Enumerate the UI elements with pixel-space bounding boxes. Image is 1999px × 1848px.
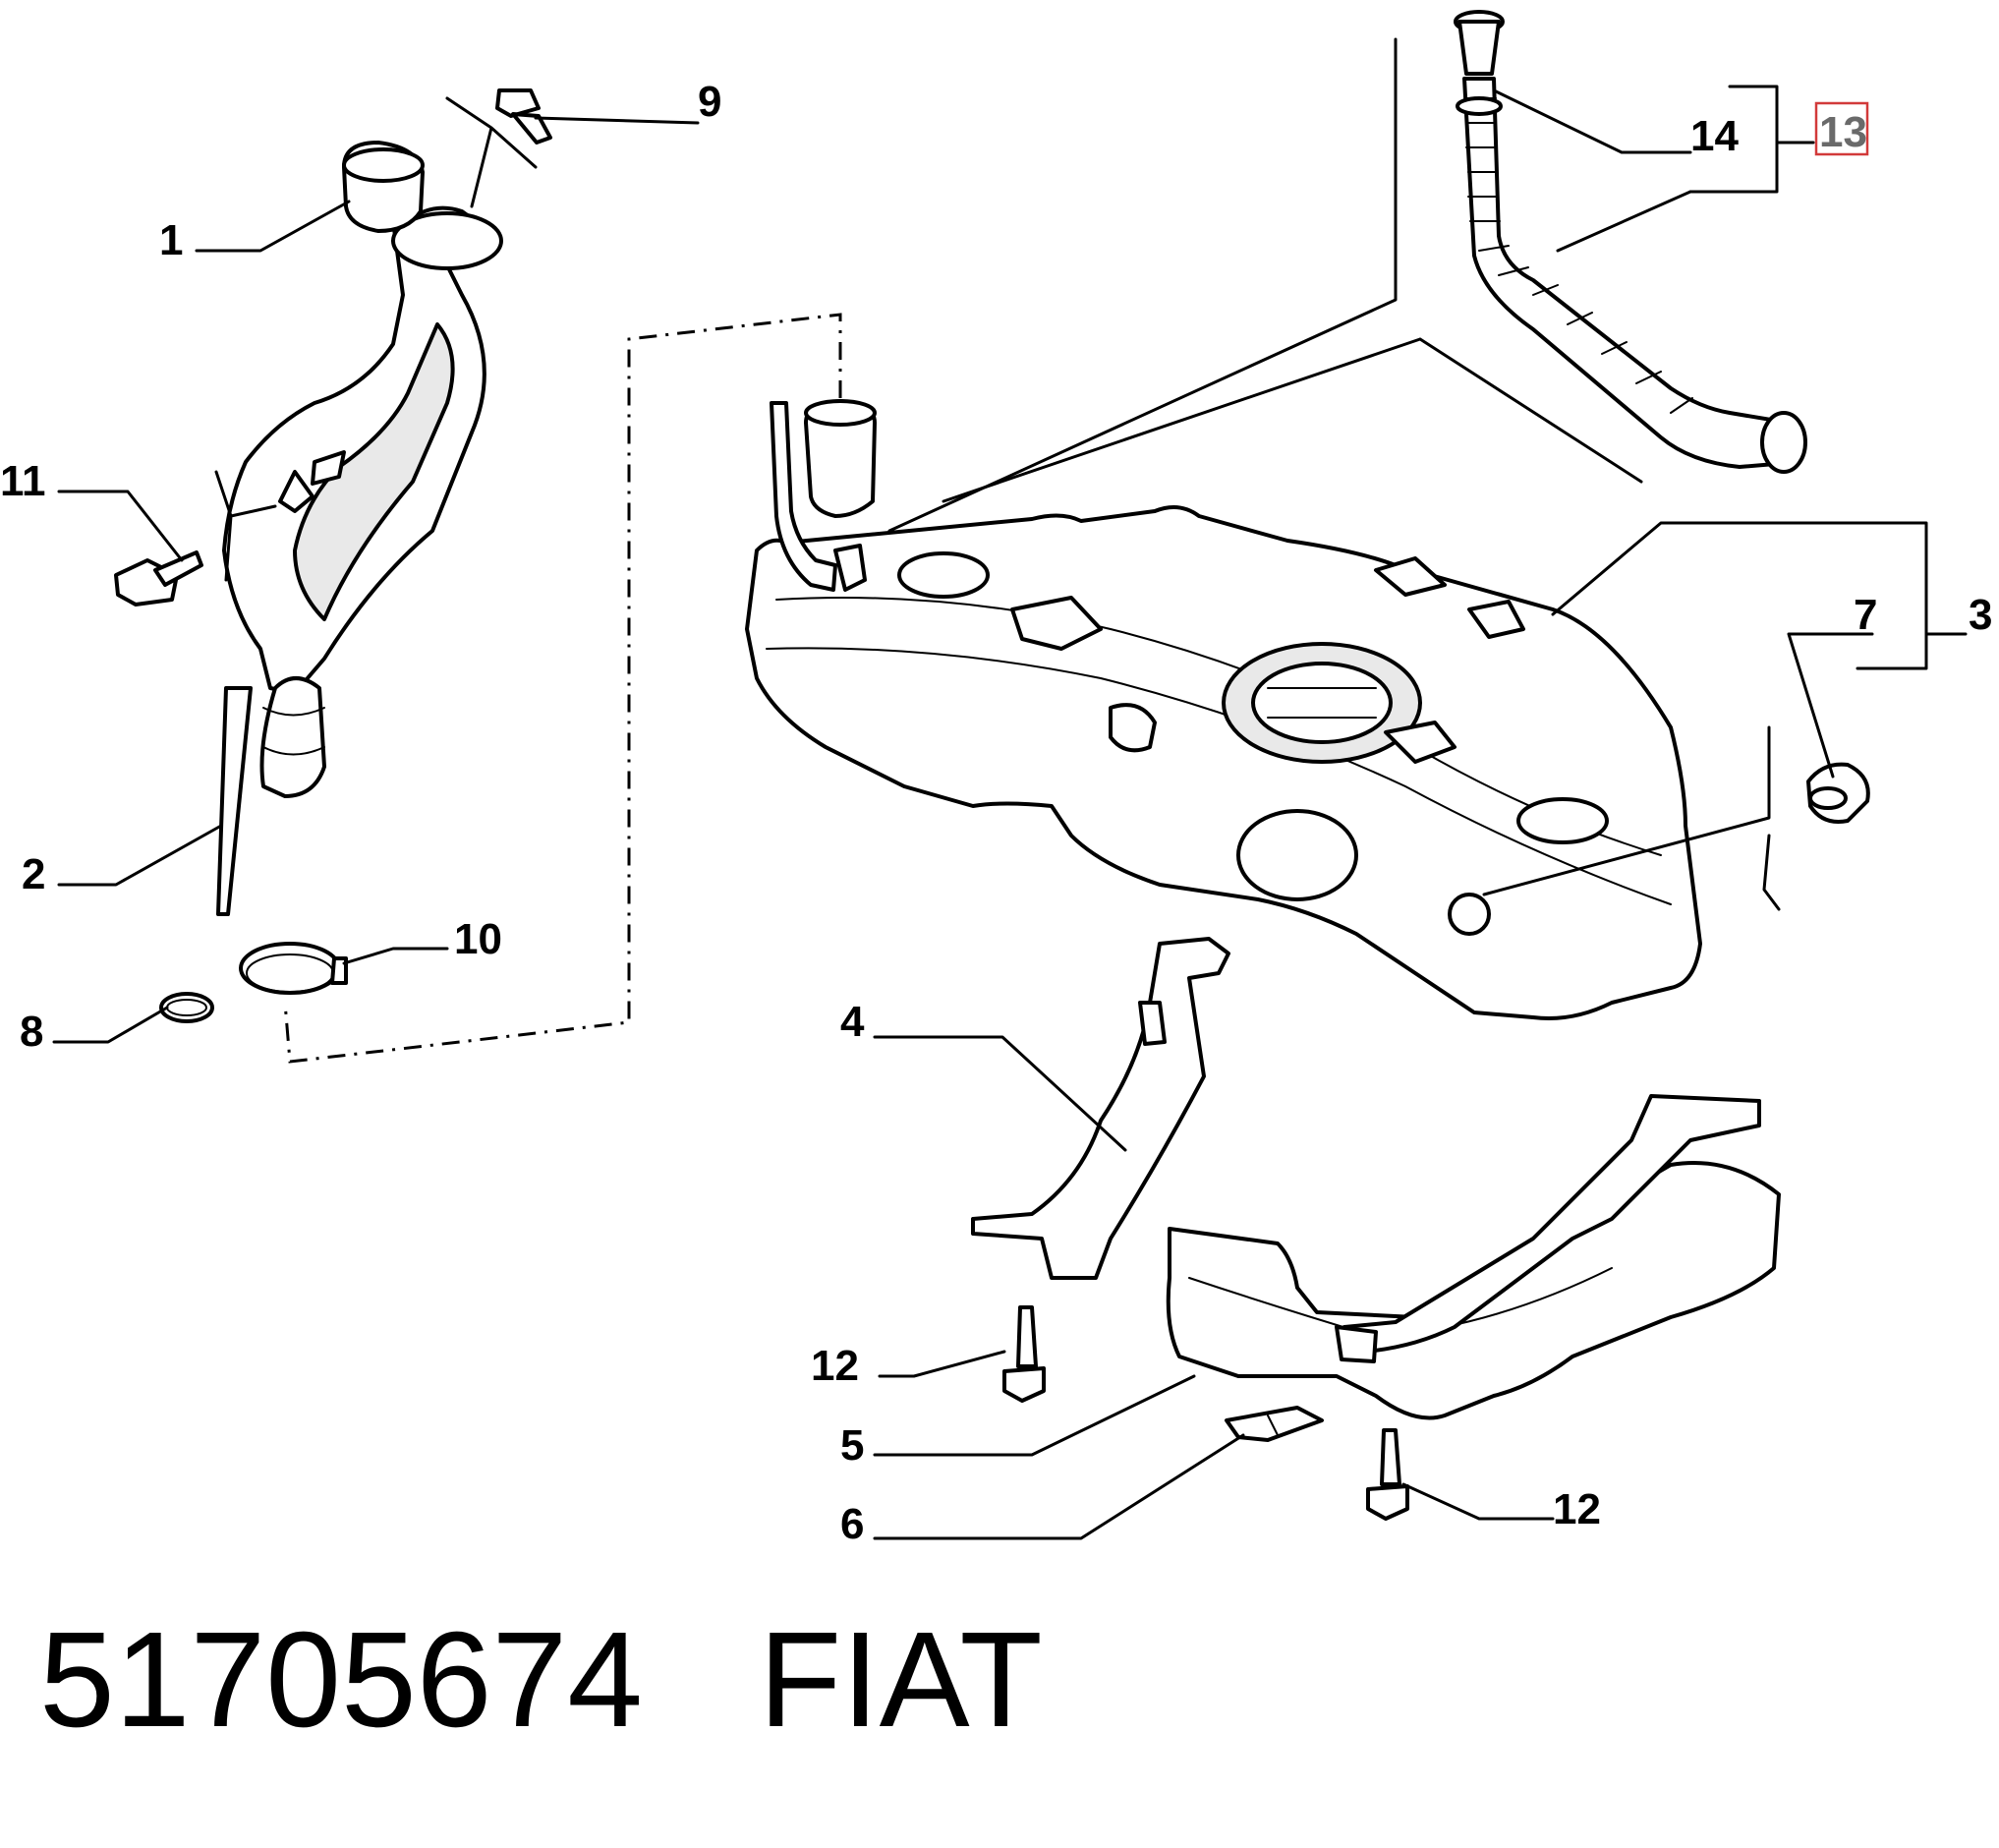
part-4-strap xyxy=(971,937,1230,1280)
part-3-fuel-tank xyxy=(745,399,1702,1020)
part-1-cap xyxy=(342,141,425,233)
callout-12-b: 12 xyxy=(1553,1485,1601,1533)
part-10-clamp xyxy=(239,942,348,995)
callout-7: 7 xyxy=(1854,591,1877,639)
filler-neck xyxy=(222,205,503,798)
part-12-bolt-a xyxy=(1002,1305,1046,1403)
callout-1: 1 xyxy=(159,216,183,264)
brand-name: FIAT xyxy=(759,1604,1043,1756)
callout-8: 8 xyxy=(20,1008,43,1056)
part-6-clip xyxy=(1225,1406,1324,1442)
callout-12-a: 12 xyxy=(811,1342,859,1390)
callout-5: 5 xyxy=(840,1421,864,1470)
callout-labels: 1 2 3 4 5 6 7 8 9 10 11 12 12 14 13 xyxy=(0,78,1992,1548)
part-8-clip xyxy=(159,992,214,1023)
part-9-screw xyxy=(495,88,552,144)
callout-13: 13 xyxy=(1819,108,1867,156)
callout-11: 11 xyxy=(0,457,46,505)
phantom-line-filler xyxy=(283,313,842,1064)
callout-9: 9 xyxy=(698,78,721,126)
part-7-plug xyxy=(1806,762,1870,824)
callout-14: 14 xyxy=(1690,112,1739,160)
part-13-hose-assembly xyxy=(1454,10,1807,474)
breather-hose xyxy=(216,686,253,916)
part-number: 51705674 xyxy=(39,1604,643,1756)
callout-4: 4 xyxy=(840,998,865,1046)
callout-2: 2 xyxy=(22,850,45,898)
part-11-bolt xyxy=(114,550,203,606)
callout-6: 6 xyxy=(840,1500,864,1548)
part-12-bolt-b xyxy=(1366,1428,1409,1521)
callout-10: 10 xyxy=(454,915,502,963)
leader-lines xyxy=(52,37,1968,1540)
part-5-heat-shield xyxy=(1166,1094,1781,1420)
callout-3: 3 xyxy=(1969,591,1992,639)
callout-13-highlight-box xyxy=(1814,101,1869,156)
